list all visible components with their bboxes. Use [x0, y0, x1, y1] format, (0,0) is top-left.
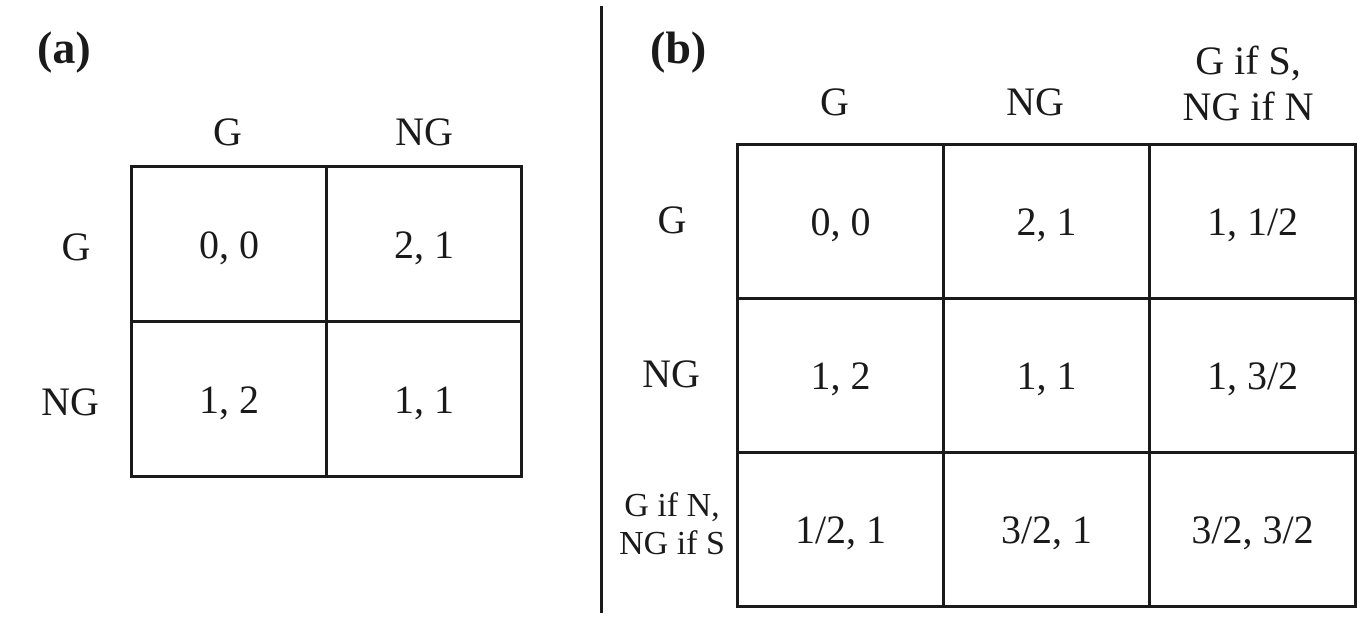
panel-b-payoff-matrix: 0, 0 2, 1 1, 1/2 1, 2 1, 1 1, 3/2 1/2, 1… [736, 143, 1357, 608]
panel-a-row-header-g: G [61, 224, 91, 269]
panel-b-row-conditional: 1/2, 1 3/2, 1 3/2, 3/2 [736, 451, 1357, 608]
panel-b-row-header-conditional: G if N, NG if S [619, 486, 725, 562]
panel-divider [600, 6, 603, 613]
panel-a-row-g: 0, 0 2, 1 [130, 165, 523, 323]
panel-b-row-header-g: G [657, 197, 687, 242]
panel-b-cell-g-g: 0, 0 [736, 143, 945, 300]
panel-b-label: (b) [650, 22, 707, 73]
panel-a-row-ng: 1, 2 1, 1 [130, 320, 523, 478]
panel-b-cell-ng-conditional: 1, 3/2 [1148, 297, 1357, 454]
panel-a-col-header-ng: NG [395, 109, 453, 154]
panel-b-cell-g-ng: 2, 1 [942, 143, 1151, 300]
panel-b-col-header-g: G [820, 79, 849, 124]
panel-b-row-g: 0, 0 2, 1 1, 1/2 [736, 143, 1357, 300]
panel-b-col-header-ng: NG [1006, 79, 1064, 124]
panel-b-row-ng: 1, 2 1, 1 1, 3/2 [736, 297, 1357, 454]
panel-a-cell-ng-ng: 1, 1 [325, 320, 523, 478]
panel-a-col-header-g: G [213, 109, 242, 154]
panel-a-cell-g-ng: 2, 1 [325, 165, 523, 323]
panel-a-row-header-ng: NG [41, 379, 99, 424]
panel-a-cell-g-g: 0, 0 [130, 165, 328, 323]
panel-b-col-header-conditional: G if S, NG if N [1182, 38, 1314, 129]
panel-b-cell-ng-g: 1, 2 [736, 297, 945, 454]
panel-b-cell-g-conditional: 1, 1/2 [1148, 143, 1357, 300]
panel-b-cell-conditional-ng: 3/2, 1 [942, 451, 1151, 608]
panel-b-cell-conditional-g: 1/2, 1 [736, 451, 945, 608]
panel-a-label: (a) [37, 22, 91, 73]
panel-b-cell-conditional-conditional: 3/2, 3/2 [1148, 451, 1357, 608]
panel-b-cell-ng-ng: 1, 1 [942, 297, 1151, 454]
panel-a-payoff-matrix: 0, 0 2, 1 1, 2 1, 1 [130, 165, 523, 478]
panel-b-row-header-ng: NG [642, 351, 700, 396]
panel-a-cell-ng-g: 1, 2 [130, 320, 328, 478]
